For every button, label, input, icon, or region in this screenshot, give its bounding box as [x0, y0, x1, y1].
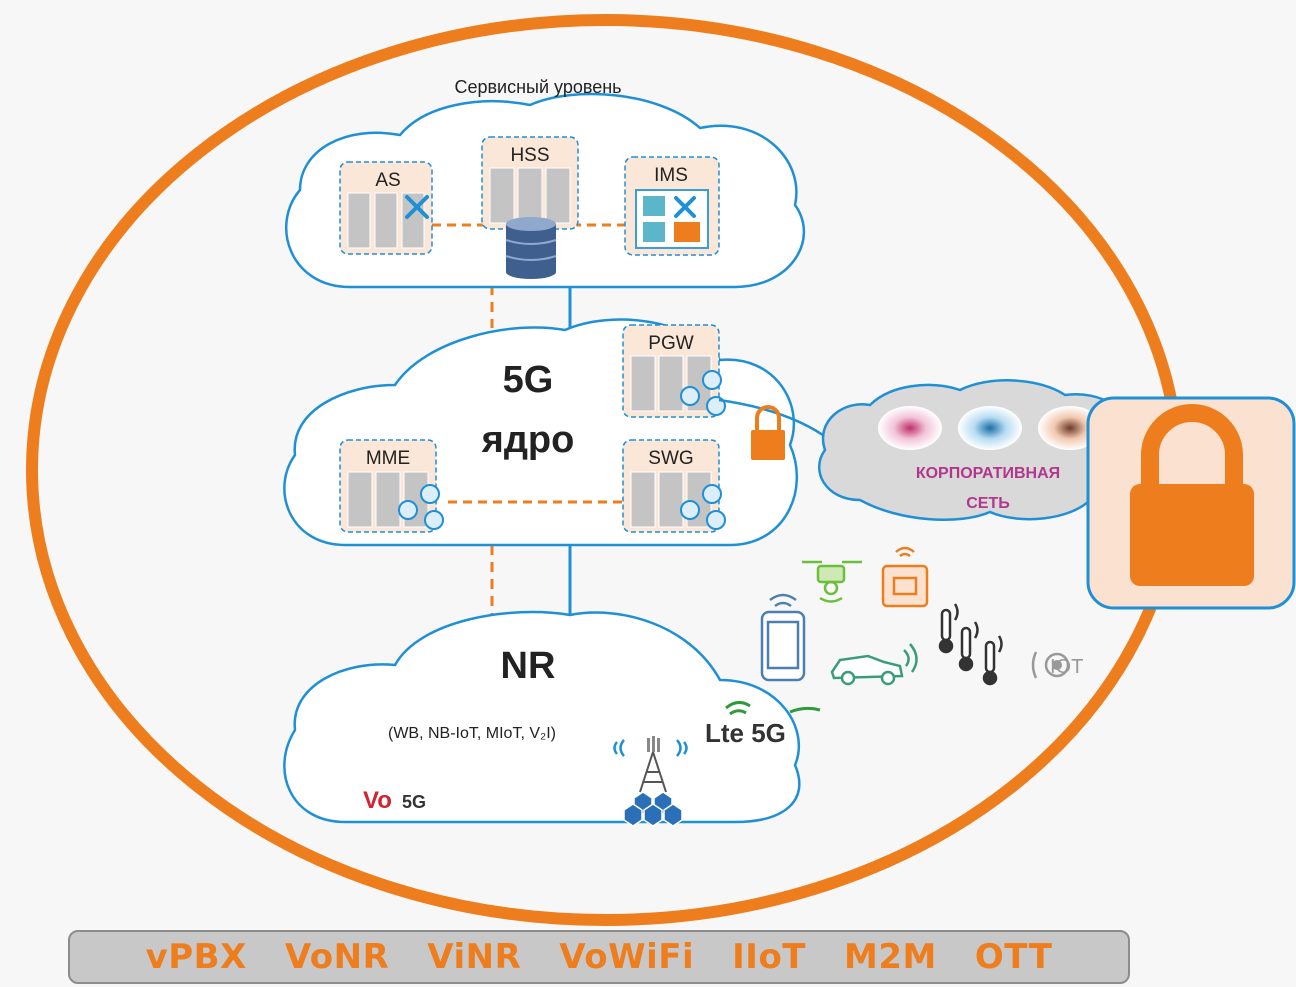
gears-icon: [398, 484, 444, 530]
cloud-connectors: [490, 285, 572, 620]
camera-device-icon: [881, 546, 929, 608]
vo5g-logo-5g: 5G: [402, 792, 426, 812]
services-bar: vPBX VoNR ViNR VoWiFi IIoT M2M OTT: [68, 930, 1130, 984]
pgw-server: PGW: [622, 324, 726, 418]
tools-icon: [405, 195, 429, 219]
mme-server: MME: [339, 439, 444, 533]
mme-label: MME: [366, 448, 410, 469]
lte-5g-logo: Lte 5G: [705, 718, 786, 748]
service-vinr: ViNR: [427, 937, 522, 977]
pink-portal-icon: [878, 406, 942, 450]
thermometers-icon: [938, 603, 1003, 686]
vo5g-logo-vo: Vo: [363, 787, 392, 814]
nr-title: NR: [501, 645, 556, 687]
antenna-tower-icon: [613, 736, 688, 827]
peach-portal-icon: [1038, 406, 1102, 450]
blue-portal-icon: [958, 406, 1022, 450]
ims-label: IMS: [654, 165, 688, 186]
service-ott: OTT: [974, 937, 1053, 977]
ims-server: IMS: [624, 156, 720, 256]
swg-server: SWG: [622, 439, 726, 533]
car-icon: [830, 643, 918, 686]
gears-icon: [680, 370, 726, 416]
nr-subtitle: (WB, NB-IoT, MIoT, V₂I): [388, 725, 556, 742]
service-vonr: VoNR: [284, 937, 390, 977]
service-iiot: IIoT: [732, 937, 806, 977]
tools-icon: [674, 196, 696, 218]
database-icon: [505, 217, 557, 279]
service-vpbx: vPBX: [145, 937, 247, 977]
hss-server: HSS: [481, 136, 579, 230]
signal-arcs-icon: [725, 701, 821, 716]
core-label-core: ядро: [481, 419, 575, 461]
hss-label: HSS: [510, 145, 549, 166]
hexagon-cells: [623, 791, 683, 827]
gears-icon: [680, 484, 726, 530]
service-level-label: Сервисный уровень: [454, 77, 621, 97]
small-lock-icon: [751, 405, 785, 460]
pgw-corporate-link: [718, 398, 831, 442]
corporate-label-line2: СЕТЬ: [966, 495, 1010, 512]
as-server: AS: [339, 161, 433, 255]
pgw-label: PGW: [648, 333, 693, 354]
core-label-5g: 5G: [503, 359, 554, 401]
service-m2m: M2M: [844, 937, 937, 977]
smartphone-icon: [760, 593, 806, 682]
corporate-label-line1: КОРПОРАТИВНАЯ: [916, 465, 1060, 482]
iot-label: IOT: [1050, 656, 1083, 678]
swg-label: SWG: [648, 448, 693, 469]
as-label: AS: [375, 170, 400, 191]
nr-cloud: [283, 610, 801, 824]
service-vowifi: VoWiFi: [559, 937, 695, 977]
drone-icon: [802, 560, 862, 603]
big-lock-icon: [1086, 396, 1296, 610]
iot-icon: IOT: [1031, 651, 1083, 679]
